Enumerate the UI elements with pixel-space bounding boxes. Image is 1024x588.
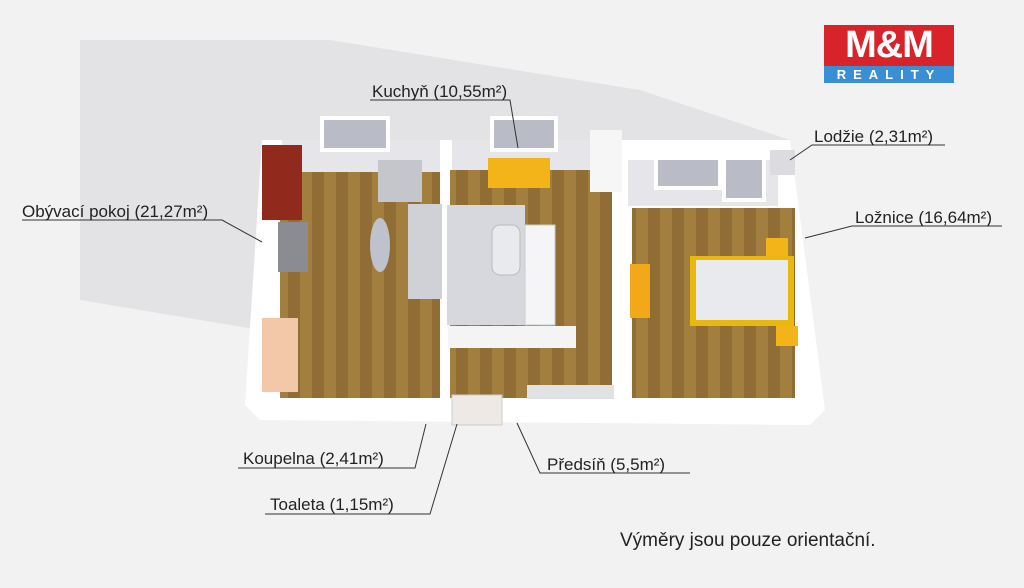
wardrobe [262,145,302,220]
hall-bench [527,385,614,399]
logo-subtitle: REALITY [824,66,954,83]
entrance-door[interactable] [451,394,503,426]
armchair [378,160,422,202]
windows [320,116,766,202]
dining-table [488,158,550,188]
label-loggia: Lodžie (2,31m²) [814,127,934,146]
label-kitchen: Kuchyň (10,55m²) [372,82,508,101]
loggia [770,150,795,175]
mm-reality-logo: M&M REALITY [824,25,954,85]
desk [262,318,298,392]
fridge [590,130,622,192]
disclaimer-note: Výměry jsou pouze orientační. [620,530,876,551]
bed-mattress [696,260,788,320]
partition-wall [448,326,576,348]
sofa [408,204,442,299]
dresser [630,264,650,318]
label-toilet: Toaleta (1,15m²) [270,495,394,514]
tv-stand [278,222,308,272]
leader-lines [22,99,1002,515]
nightstand [766,238,788,256]
bathtub [491,224,521,276]
logo-brand: M&M [824,25,954,66]
label-bathroom: Koupelna (2,41m²) [243,449,384,468]
coffee-table [370,218,390,272]
label-hallway: Předsíň (5,5m²) [547,455,666,474]
label-living-room: Obývací pokoj (21,27m²) [22,202,209,221]
kitchen-counter [524,224,556,326]
nightstand [776,326,798,346]
label-bedroom: Ložnice (16,64m²) [855,208,993,227]
